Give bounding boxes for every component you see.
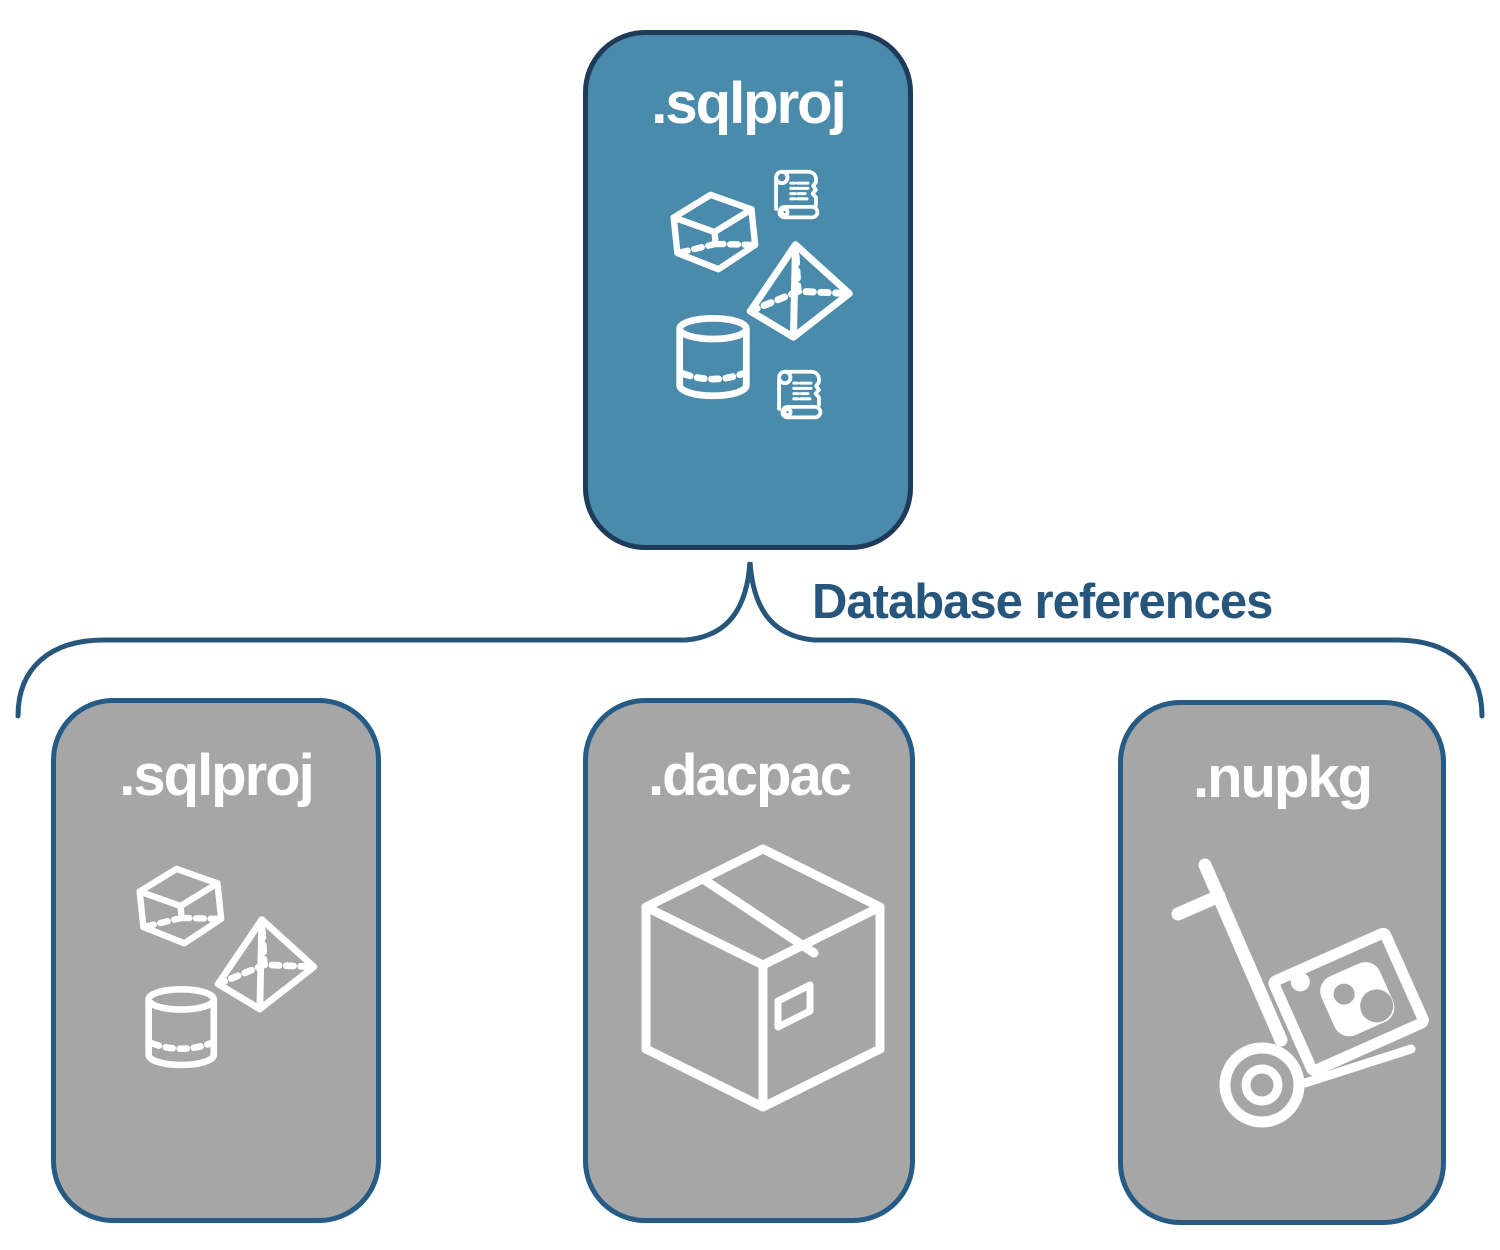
card-sqlproj-ref: .sqlproj	[51, 698, 381, 1223]
sql-object-icons-cluster	[668, 169, 868, 420]
card-sqlproj-ref-title: .sqlproj	[119, 743, 314, 808]
pyramid-icon	[742, 238, 854, 342]
sql-object-icons-cluster	[134, 863, 324, 1073]
card-nupkg-ref: .nupkg	[1118, 700, 1446, 1225]
nuget-handtruck-icon	[1155, 850, 1445, 1150]
card-sqlproj-main: .sqlproj	[583, 30, 913, 550]
cylinder-icon	[149, 989, 214, 1065]
scroll-icon	[777, 369, 823, 420]
card-dacpac-ref-title: .dacpac	[648, 743, 852, 808]
pyramid-icon	[210, 913, 319, 1014]
card-nupkg-ref-title: .nupkg	[1192, 745, 1373, 810]
card-sqlproj-main-title: .sqlproj	[651, 71, 846, 136]
cube-icon	[672, 191, 758, 274]
package-box-icon	[638, 841, 888, 1131]
cylinder-icon	[680, 318, 747, 395]
connector-label: Database references	[812, 575, 1273, 629]
scroll-icon	[774, 169, 820, 220]
cube-icon	[138, 865, 224, 948]
card-dacpac-ref: .dacpac	[583, 698, 915, 1223]
